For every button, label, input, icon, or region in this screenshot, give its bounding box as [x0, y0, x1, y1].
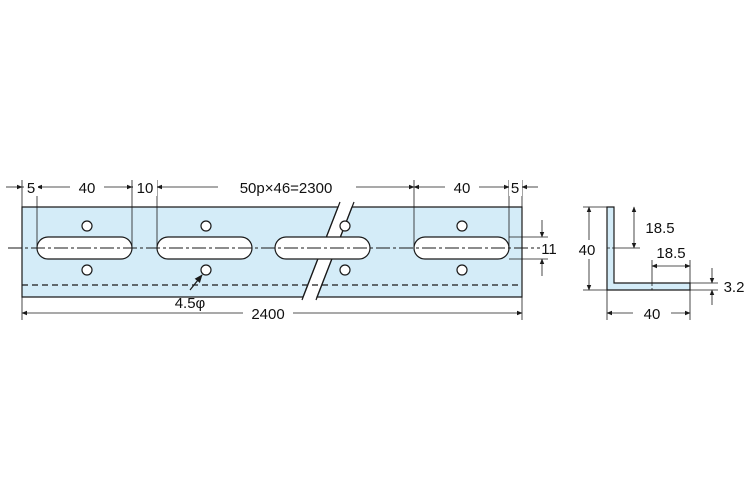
hole	[339, 264, 351, 276]
dim-end-right: 5	[511, 180, 519, 197]
hole	[200, 220, 212, 232]
dim-slot-right: 40	[454, 180, 471, 197]
dim-width: 40	[644, 306, 661, 323]
hole	[81, 220, 93, 232]
hole	[200, 264, 212, 276]
dim-slot-width: 11	[541, 241, 557, 258]
dim-horizontal-hole: 18.5	[656, 245, 685, 262]
dim-pitch: 50p×46=2300	[240, 180, 333, 197]
section-view	[583, 206, 718, 320]
dim-end-left: 5	[27, 180, 35, 197]
hole	[456, 264, 468, 276]
dim-thickness: 3.2	[724, 279, 745, 296]
dim-height: 40	[579, 242, 596, 259]
dim-gap: 10	[137, 180, 154, 197]
hole	[81, 264, 93, 276]
hole-label: 4.5φ	[175, 295, 206, 312]
front-view-labels: 5 40 10 50p×46=2300 40 5 11 4.5φ 2400	[24, 177, 557, 323]
hole	[456, 220, 468, 232]
hole	[339, 220, 351, 232]
section-view-labels: 40 18.5 18.5 3.2 40	[573, 220, 744, 323]
front-view	[6, 180, 548, 320]
hole-leader	[189, 274, 203, 291]
dim-total-length: 2400	[251, 306, 284, 323]
dim-vertical-hole: 18.5	[645, 220, 674, 237]
dim-slot-left: 40	[79, 180, 96, 197]
